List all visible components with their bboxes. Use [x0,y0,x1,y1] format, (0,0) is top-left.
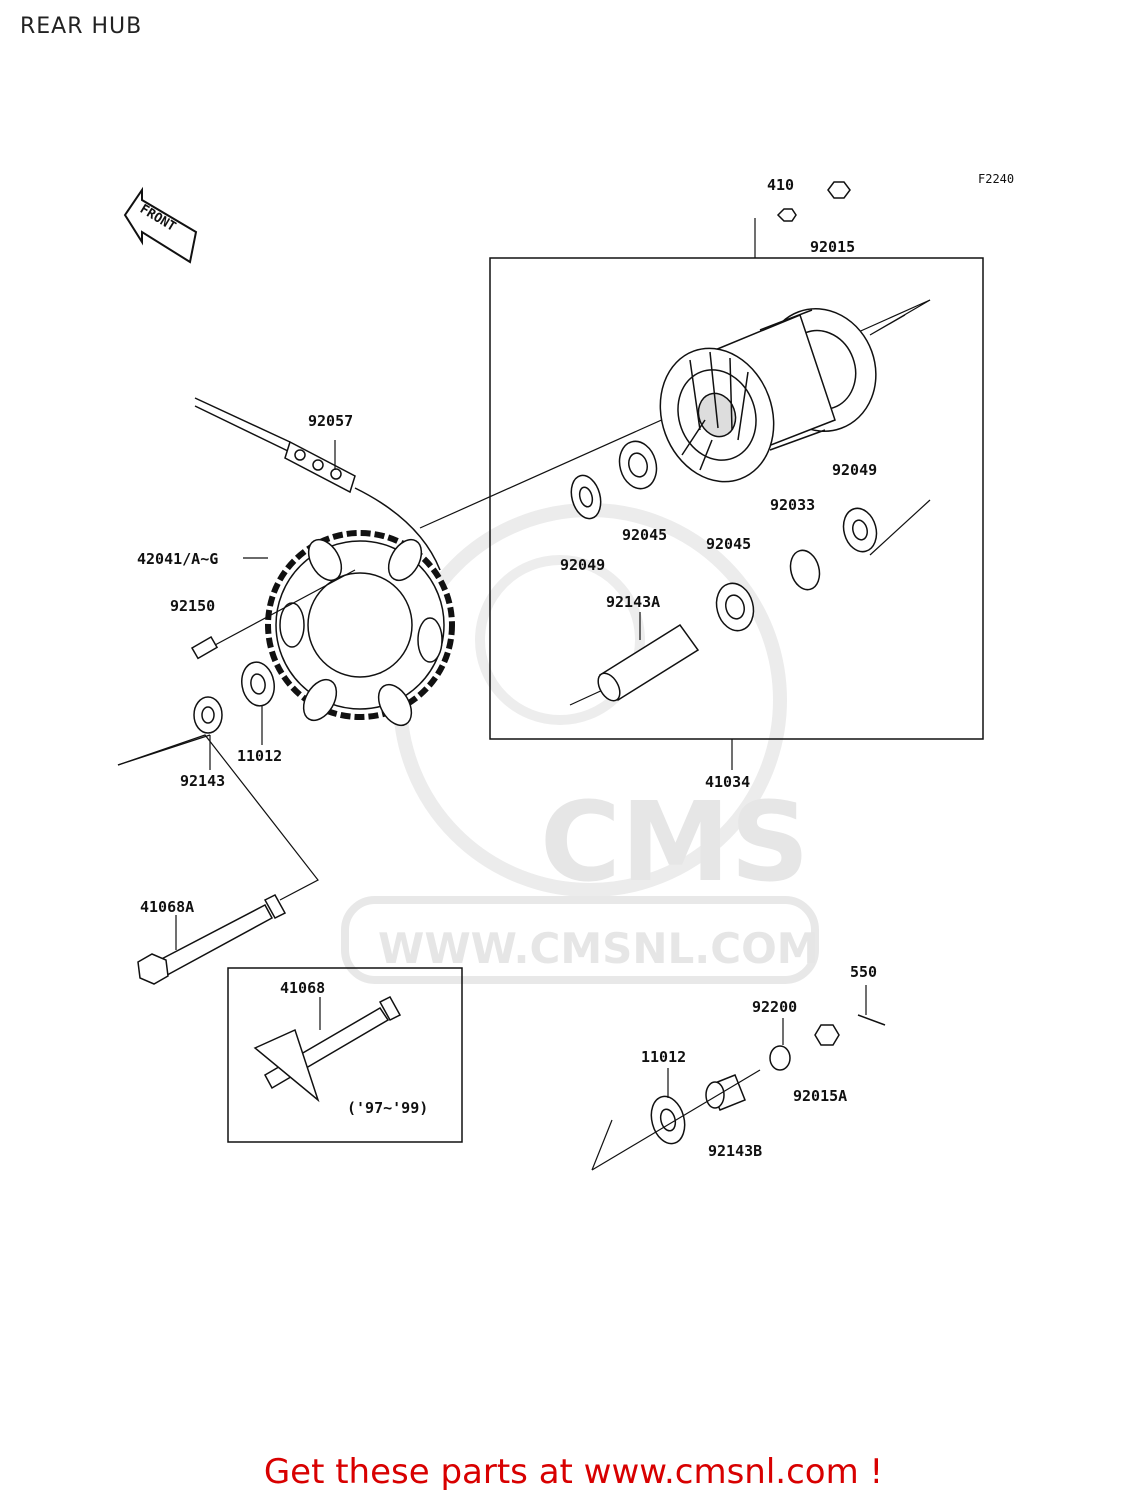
hub-assembly-box [489,257,984,740]
label-92143A[interactable]: 92143A [606,593,660,611]
label-92015A[interactable]: 92015A [793,1087,847,1105]
label-92045-b[interactable]: 92045 [706,535,751,553]
bolt-92150 [190,635,219,660]
label-11012-b[interactable]: 11012 [641,1048,686,1066]
label-41068A[interactable]: 41068A [140,898,194,916]
figure-code: F2240 [978,172,1014,186]
label-92143[interactable]: 92143 [180,772,225,790]
page-title: REAR HUB [20,14,143,39]
label-41068-years: ('97~'99) [347,1099,428,1117]
watermark-brand: CMS [540,778,809,906]
sprocket-drawing [265,530,455,727]
washer-92200 [769,1045,791,1071]
rear-hub-drawing [659,308,877,483]
label-92033[interactable]: 92033 [770,496,815,514]
label-92049-b[interactable]: 92049 [832,461,877,479]
label-42041[interactable]: 42041/A~G [137,550,218,568]
label-410[interactable]: 410 [767,176,794,194]
chain-drawing [194,397,441,571]
watermark-url: WWW.CMSNL.COM [378,924,819,973]
label-92200[interactable]: 92200 [752,998,797,1016]
footer-cta-link[interactable]: Get these parts at www.cmsnl.com ! [263,1452,884,1492]
nut-92015A [814,1024,840,1046]
cotter-pin-550 [857,1014,886,1026]
label-41034[interactable]: 41034 [705,773,750,791]
nut-92015 [827,181,851,199]
axle-41068-inset-box [227,967,463,1143]
label-92057[interactable]: 92057 [308,412,353,430]
nut-410 [776,208,797,222]
front-arrow-icon: FRONT [123,186,198,264]
label-92049-a[interactable]: 92049 [560,556,605,574]
circlip-92033 [789,549,821,591]
label-92015[interactable]: 92015 [810,238,855,256]
label-550[interactable]: 550 [850,963,877,981]
label-11012-a[interactable]: 11012 [237,747,282,765]
label-92150[interactable]: 92150 [170,597,215,615]
label-41068[interactable]: 41068 [280,979,325,997]
label-92143B[interactable]: 92143B [708,1142,762,1160]
label-92045-a[interactable]: 92045 [622,526,667,544]
